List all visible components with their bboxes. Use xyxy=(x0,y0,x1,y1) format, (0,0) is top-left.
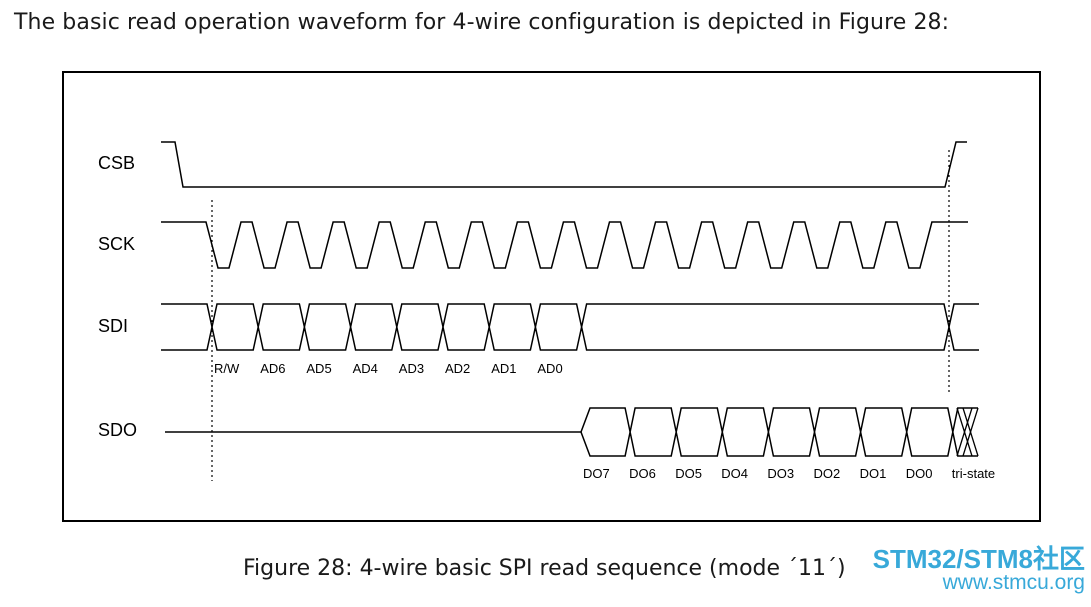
csb-waveform xyxy=(161,141,967,188)
sdi-bottom-rail xyxy=(161,326,979,351)
csb-label: CSB xyxy=(98,153,135,173)
sdi-bit-labels: R/W AD6 AD5 AD4 AD3 AD2 AD1 AD0 xyxy=(214,361,563,376)
sck-clock-path xyxy=(161,221,968,269)
sdo-waveform xyxy=(165,407,979,457)
sdo-bit-label: tri-state xyxy=(952,466,995,481)
sdi-bit-label: AD4 xyxy=(353,361,378,376)
watermark-url: www.stmcu.org xyxy=(942,571,1085,594)
sdi-label: SDI xyxy=(98,316,128,336)
sdi-bit-label: AD2 xyxy=(445,361,470,376)
sck-label: SCK xyxy=(98,234,135,254)
sdo-bit-label: DO3 xyxy=(767,466,794,481)
sdo-bit-labels: DO7 DO6 DO5 DO4 DO3 DO2 DO1 DO0 tri-state xyxy=(583,466,995,481)
tri-state-hatch xyxy=(962,407,979,457)
tri-state-hatch xyxy=(956,407,973,457)
watermark: STM32/STM8社区 www.stmcu.org xyxy=(873,546,1085,593)
figure-frame xyxy=(62,71,1041,522)
sdi-waveform xyxy=(161,303,979,351)
sdo-bit-label: DO4 xyxy=(721,466,748,481)
sdi-bit-label: AD0 xyxy=(537,361,562,376)
sdo-label: SDO xyxy=(98,420,137,440)
sdo-bit-label: DO1 xyxy=(860,466,887,481)
sdo-bit-label: DO6 xyxy=(629,466,656,481)
sck-waveform xyxy=(161,221,968,269)
sdo-top-rail xyxy=(580,407,978,433)
sdi-bit-label: AD3 xyxy=(399,361,424,376)
sdo-bottom-rail xyxy=(580,431,978,457)
watermark-title: STM32/STM8社区 xyxy=(872,544,1085,574)
sdi-bit-label: AD1 xyxy=(491,361,516,376)
sdi-top-rail xyxy=(161,303,979,328)
sdo-bit-label: DO7 xyxy=(583,466,610,481)
sdo-bit-label: DO5 xyxy=(675,466,702,481)
sdi-bit-label: AD6 xyxy=(260,361,285,376)
sdi-bit-label: R/W xyxy=(214,361,240,376)
sdo-bit-label: DO0 xyxy=(906,466,933,481)
sdo-bit-label: DO2 xyxy=(814,466,841,481)
sdi-bit-label: AD5 xyxy=(306,361,331,376)
intro-text: The basic read operation waveform for 4-… xyxy=(14,10,950,35)
figure-caption: Figure 28: 4-wire basic SPI read sequenc… xyxy=(243,556,846,581)
